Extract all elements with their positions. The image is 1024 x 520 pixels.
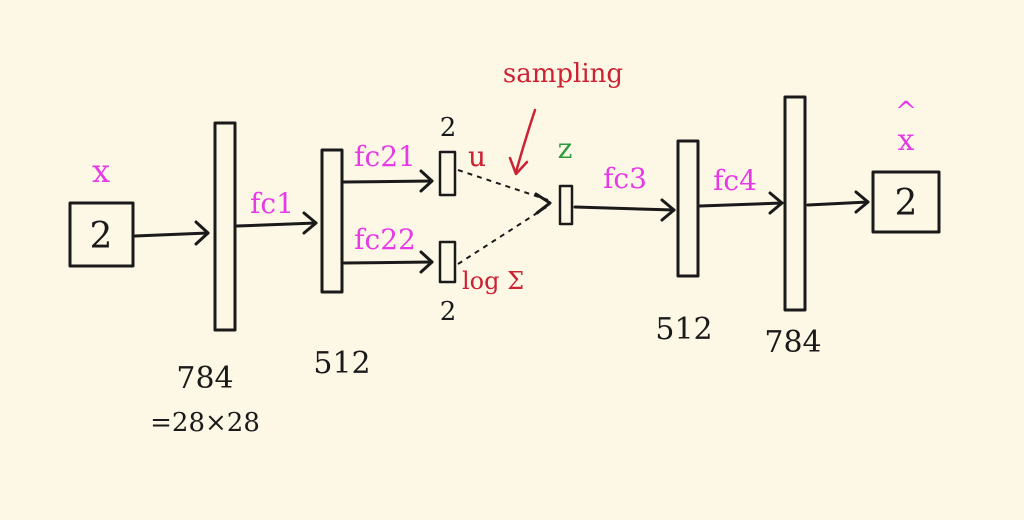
arrow-fc1 — [235, 221, 318, 228]
fc21-label: fc21 — [354, 140, 416, 173]
arrow-fc22 — [342, 260, 434, 265]
output-hat: ^ — [895, 97, 917, 127]
fc1-label: fc1 — [250, 187, 294, 220]
output-layer-size: 784 — [764, 325, 821, 360]
dashed-arrow-head — [534, 192, 552, 215]
arrow-head — [302, 211, 318, 235]
arrow-layer-to-output — [806, 200, 870, 207]
mu-layer — [438, 150, 457, 197]
input-image-box — [68, 201, 135, 268]
sampling-arrow-head — [508, 156, 529, 176]
dashed-logvar-to-z — [457, 205, 549, 265]
input-layer-note: =28×28 — [150, 408, 260, 438]
hidden-decoder-size: 512 — [655, 312, 712, 347]
fc22-label: fc22 — [354, 223, 416, 256]
output-image-box — [871, 170, 941, 234]
output-layer-784 — [783, 95, 807, 312]
z-label: z — [558, 132, 573, 165]
sampling-arrow — [514, 108, 537, 174]
dashed-mu-to-z — [457, 169, 549, 201]
input-layer-size: 784 — [176, 361, 233, 396]
arrow-fc4 — [698, 201, 784, 208]
arrow-head — [660, 198, 676, 222]
mu-size: 2 — [440, 113, 457, 143]
logvar-label: log Σ — [462, 267, 524, 295]
input-digit: 2 — [90, 216, 113, 257]
output-symbol: x — [898, 123, 915, 158]
arrow-input-to-layer — [133, 231, 210, 238]
fc3-label: fc3 — [603, 162, 647, 195]
output-digit: 2 — [895, 183, 918, 224]
arrow-head — [854, 190, 870, 214]
input-symbol: x — [92, 152, 110, 190]
sampling-label: sampling — [503, 59, 623, 89]
hidden-encoder-size: 512 — [313, 346, 370, 381]
logvar-layer — [438, 240, 457, 284]
mu-label: u — [468, 140, 486, 173]
arrow-head — [419, 169, 434, 193]
z-layer — [558, 184, 574, 226]
arrow-fc3 — [573, 205, 676, 212]
arrow-head — [768, 191, 784, 215]
input-layer-784 — [213, 121, 237, 332]
arrow-fc21 — [342, 179, 434, 184]
arrow-head — [419, 250, 434, 274]
fc4-label: fc4 — [713, 164, 757, 197]
logvar-size: 2 — [440, 297, 457, 327]
hidden-decoder-512 — [676, 139, 700, 278]
hidden-encoder-512 — [320, 148, 344, 294]
arrow-head — [194, 220, 210, 246]
